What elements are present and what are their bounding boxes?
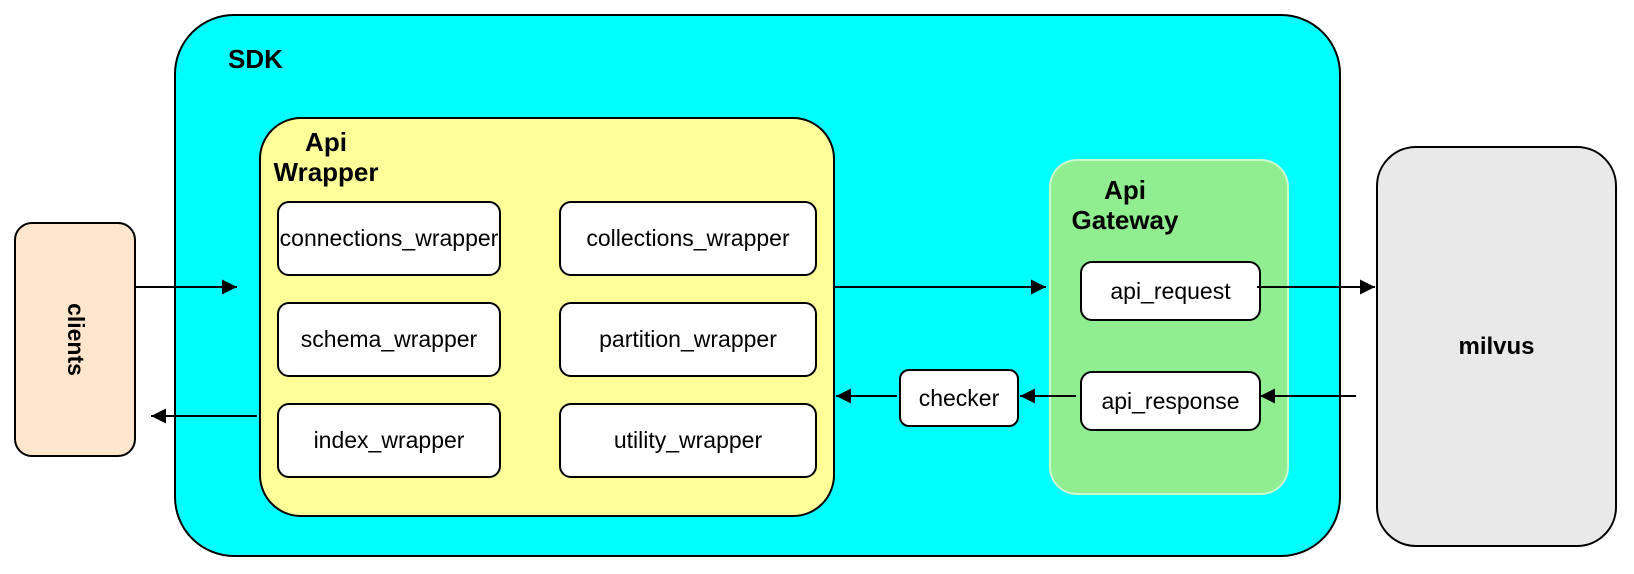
api-gateway-container: Api Gateway api_request api_response xyxy=(1049,159,1289,495)
clients-label: clients xyxy=(62,303,89,376)
partition-wrapper-box: partition_wrapper xyxy=(559,302,817,377)
api-request-label: api_request xyxy=(1110,277,1231,304)
checker-label: checker xyxy=(918,384,1000,411)
clients-box: clients xyxy=(14,222,136,457)
api-wrapper-label: Api Wrapper xyxy=(273,127,379,187)
utility-wrapper-box: utility_wrapper xyxy=(559,403,817,478)
index-wrapper-label: index_wrapper xyxy=(313,427,465,453)
schema-wrapper-label: schema_wrapper xyxy=(300,326,478,352)
milvus-box: milvus xyxy=(1376,146,1617,547)
schema-wrapper-box: schema_wrapper xyxy=(277,302,501,377)
api-gateway-label: Api Gateway xyxy=(1071,175,1179,235)
milvus-label: milvus xyxy=(1458,332,1535,360)
sdk-container: SDK Api Wrapper connections_wrapper coll… xyxy=(174,14,1341,557)
api-response-label: api_response xyxy=(1101,387,1240,414)
checker-box: checker xyxy=(899,369,1019,427)
api-response-box: api_response xyxy=(1080,371,1261,431)
sdk-label: SDK xyxy=(228,44,283,74)
connections-wrapper-box: connections_wrapper xyxy=(277,201,501,276)
connections-wrapper-label: connections_wrapper xyxy=(279,225,499,251)
api-wrapper-container: Api Wrapper connections_wrapper collecti… xyxy=(259,117,835,517)
partition-wrapper-label: partition_wrapper xyxy=(599,326,777,352)
collections-wrapper-label: collections_wrapper xyxy=(586,225,790,251)
api-request-box: api_request xyxy=(1080,261,1261,321)
collections-wrapper-box: collections_wrapper xyxy=(559,201,817,276)
index-wrapper-box: index_wrapper xyxy=(277,403,501,478)
utility-wrapper-label: utility_wrapper xyxy=(613,427,763,453)
